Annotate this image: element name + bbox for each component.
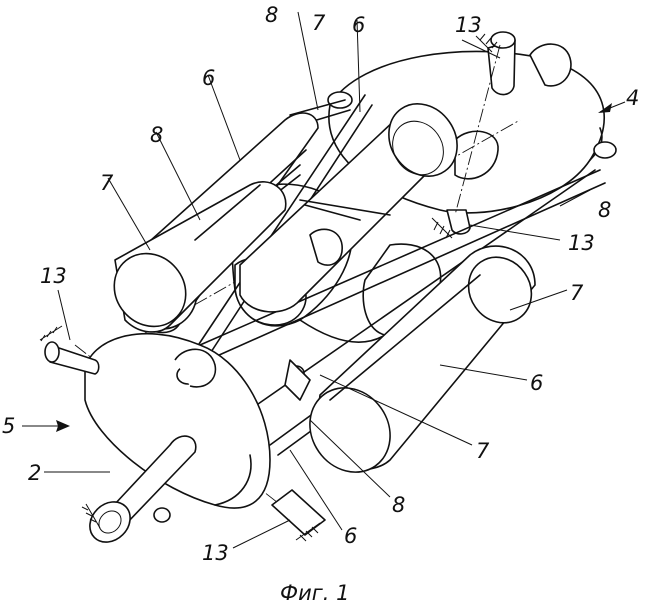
label-6-right: 6 — [530, 371, 543, 395]
label-7-left: 7 — [100, 171, 114, 195]
label-8-left: 8 — [150, 123, 163, 147]
left-pin — [39, 325, 100, 375]
label-13-bot: 13 — [202, 541, 229, 565]
leader-lines — [44, 11, 591, 549]
label-7-right: 7 — [570, 281, 584, 305]
label-4: 4 — [626, 86, 639, 110]
label-2: 2 — [28, 461, 41, 485]
cylinder-front-left — [113, 181, 287, 333]
label-6-top: 6 — [352, 13, 365, 37]
label-7-top: 7 — [312, 11, 326, 35]
label-8-bot: 8 — [392, 493, 405, 517]
front-disc — [84, 332, 311, 509]
rear-axis — [454, 44, 501, 216]
figure-caption: Фиг. 1 — [280, 581, 349, 605]
label-7-bot: 7 — [476, 439, 490, 463]
label-6-left: 6 — [202, 66, 215, 90]
label-13-top: 13 — [455, 13, 482, 37]
front-shaft — [81, 435, 197, 543]
label-8-top: 8 — [265, 3, 278, 27]
label-13-mid: 13 — [568, 231, 595, 255]
label-8-right: 8 — [598, 198, 611, 222]
label-5: 5 — [2, 414, 15, 438]
arrow-5-head — [56, 420, 70, 432]
arrow-4-head — [598, 103, 612, 113]
bottom-pin — [271, 489, 326, 542]
label-6-bot: 6 — [344, 524, 357, 548]
cylinder-upper-center — [239, 103, 458, 313]
cylinder-lower-right — [309, 245, 536, 473]
label-13-left: 13 — [40, 264, 67, 288]
